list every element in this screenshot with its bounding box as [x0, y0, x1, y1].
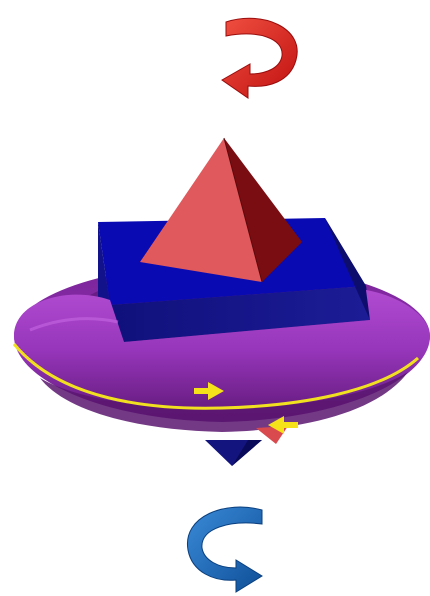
- bottom-tip: [205, 440, 262, 466]
- upper-pyramid: [140, 138, 302, 282]
- bottom-rotation-arrow-icon: [187, 507, 262, 592]
- top-rotation-arrow-icon: [222, 18, 297, 98]
